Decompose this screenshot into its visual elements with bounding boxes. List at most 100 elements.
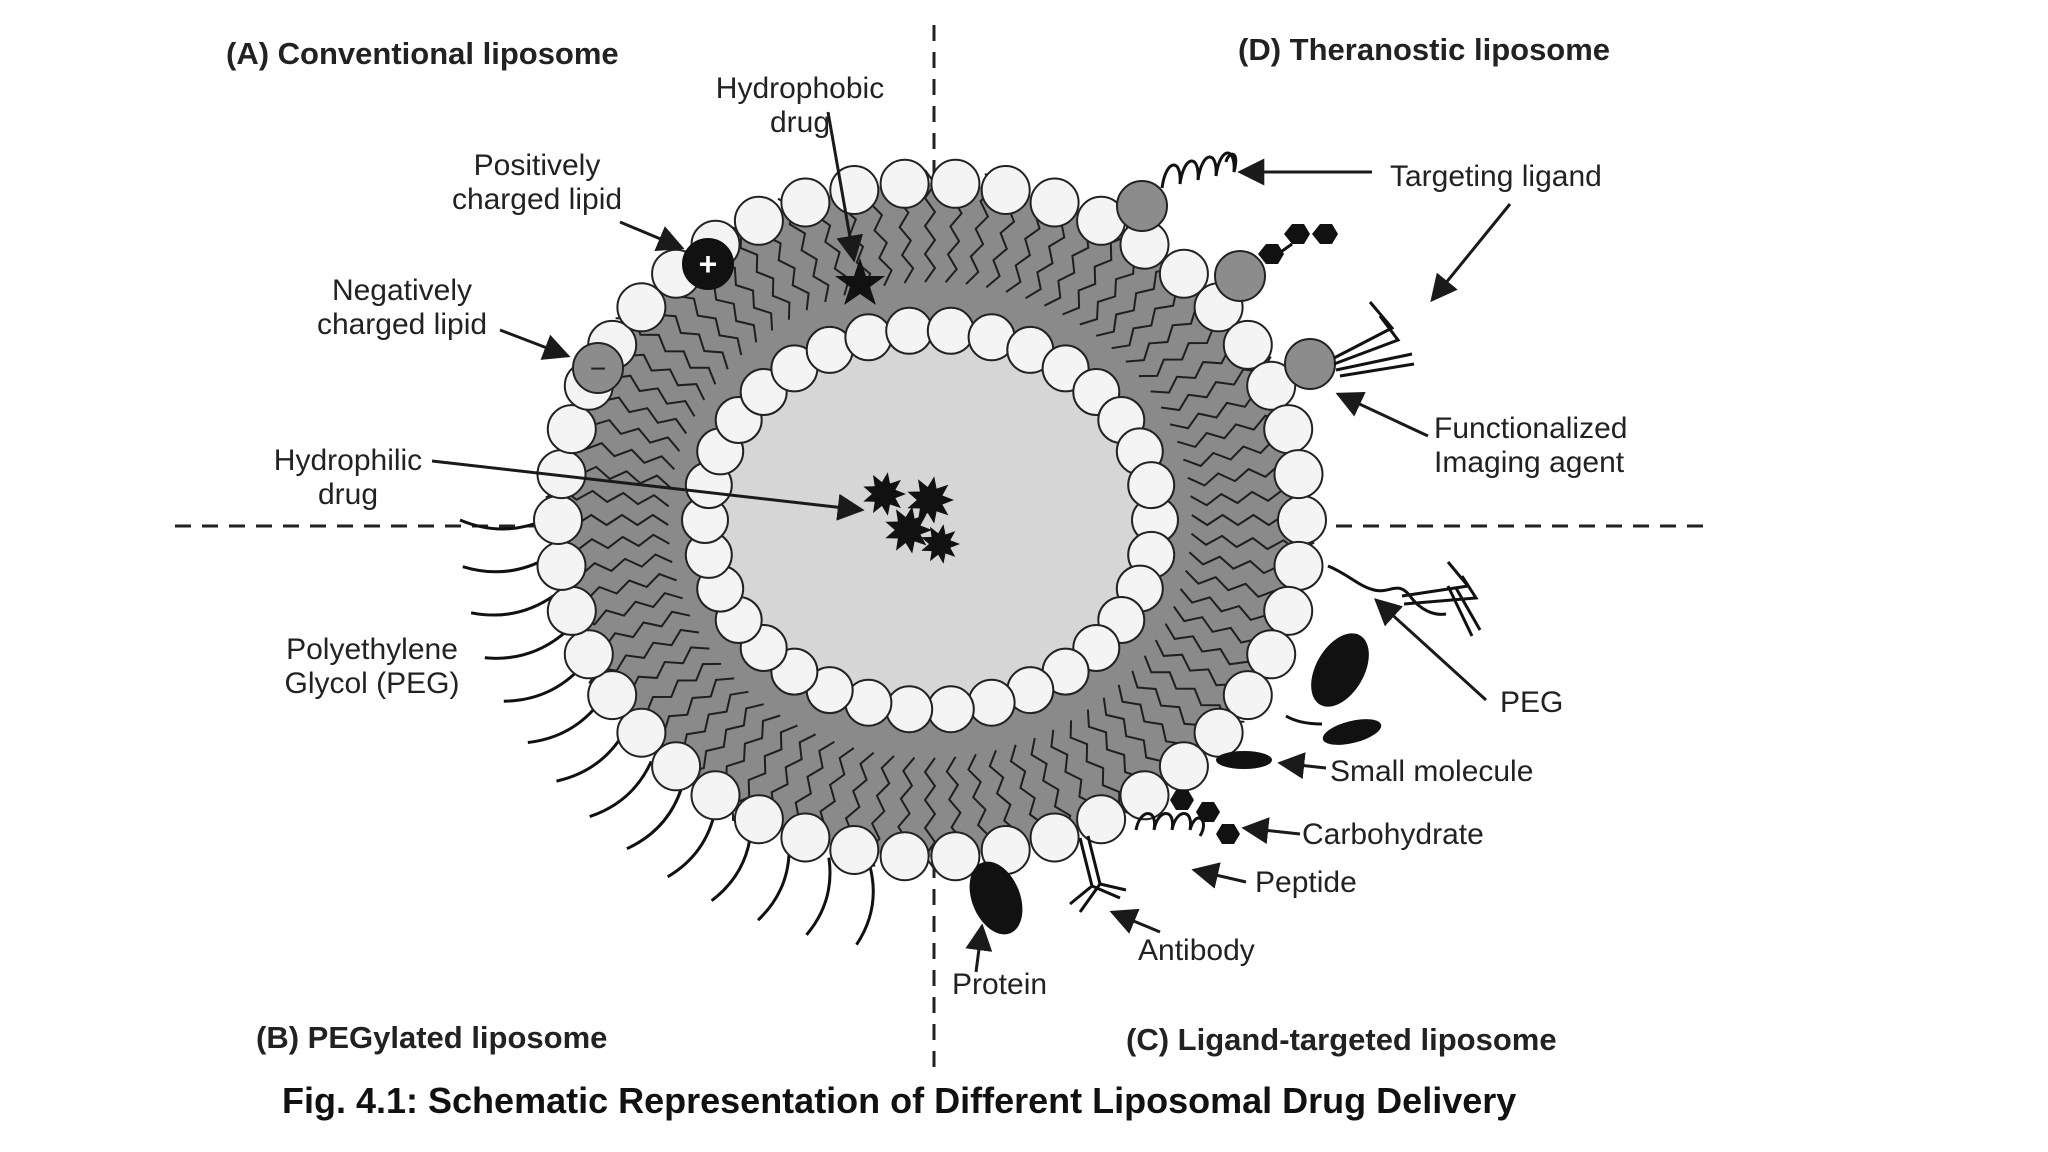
lipid-head	[829, 825, 880, 875]
peptide-arrow	[1191, 862, 1247, 889]
antibody-right-icon	[1401, 561, 1482, 637]
lipid-head	[1029, 177, 1080, 228]
lipid-head	[1158, 248, 1209, 299]
lipid-head	[587, 670, 638, 721]
lipid-head	[967, 678, 1016, 727]
plus-sign: +	[699, 246, 718, 282]
imaging-agent-arrow	[1335, 392, 1429, 438]
lipid-head	[1277, 495, 1327, 545]
lipid-head	[780, 177, 831, 228]
lipid-head	[1246, 629, 1297, 680]
quadrant-b-title: (B) PEGylated liposome	[256, 1020, 607, 1055]
peptide-coil-icon	[1134, 812, 1205, 837]
positively-charged-lipid-label-1: Positively	[474, 149, 601, 182]
imaging-agent-label-1: Functionalized	[1434, 412, 1627, 445]
peg-chain	[484, 631, 567, 660]
hydrophobic-drug-star-icon	[835, 258, 885, 305]
lipid-head	[616, 282, 667, 333]
peg-right-label: PEG	[1500, 686, 1563, 719]
protein-right-chain	[1285, 714, 1323, 726]
hydrophobic-drug-label-2: drug	[770, 106, 830, 139]
negatively-charged-lipid-label-1: Negatively	[332, 274, 472, 307]
peg-left-label-1: Polyethylene	[286, 633, 458, 666]
ligand-head-2	[1214, 250, 1266, 302]
positive-lipid-arrow	[619, 220, 685, 252]
protein-arrow	[965, 923, 993, 973]
quadrant-a-title: (A) Conventional liposome	[226, 36, 619, 71]
peg-chain	[855, 865, 875, 946]
lipid-head	[1222, 670, 1273, 721]
lipid-head	[879, 158, 930, 209]
aqueous-core	[705, 330, 1155, 710]
imaging-agent-label-2: Imaging agent	[1434, 446, 1625, 479]
lipid-head	[1263, 404, 1314, 455]
lipid-head	[1029, 812, 1080, 863]
peg-chain	[666, 810, 717, 879]
peg-chain	[589, 760, 653, 819]
lipid-head	[930, 158, 981, 209]
leader-lines	[431, 111, 1512, 973]
lipid-head	[844, 313, 893, 362]
peg-right-arrow	[1374, 598, 1488, 702]
positively-charged-lipid: +	[682, 238, 734, 290]
ligand-head-1	[1116, 180, 1168, 232]
lipid-head	[733, 195, 784, 246]
inner-lipid-heads	[681, 306, 1179, 734]
lipid-head	[1222, 319, 1273, 370]
small-molecule-label: Small molecule	[1330, 755, 1533, 788]
lipid-head	[1119, 770, 1170, 821]
peg-chain	[503, 666, 582, 703]
small-molecule-icon	[1216, 751, 1272, 769]
quadrant-d-title: (D) Theranostic liposome	[1238, 32, 1610, 67]
drug-particle-icon	[907, 476, 954, 524]
targeting-ligand-arrow-2	[1430, 203, 1512, 303]
negative-lipid-arrow	[499, 328, 571, 360]
hydrophobic-drug-arrow	[826, 111, 864, 263]
negatively-charged-lipid-label-2: charged lipid	[317, 308, 487, 341]
lipid-head	[690, 770, 741, 821]
peg-left-label-2: Glycol (PEG)	[284, 667, 459, 700]
small-molecule-arrow	[1277, 752, 1327, 780]
targeting-ligand-label: Targeting ligand	[1390, 160, 1602, 193]
antibody-bottom-icon	[1069, 835, 1127, 913]
lipid-head	[1273, 540, 1324, 591]
figure-caption: Fig. 4.1: Schematic Representation of Di…	[282, 1080, 1516, 1121]
lipid-head	[533, 495, 583, 545]
small-molecule-upper-icon	[1322, 719, 1382, 745]
hydrophilic-drug-label-2: drug	[318, 478, 378, 511]
lipid-head	[1127, 461, 1176, 510]
minus-sign: −	[590, 353, 606, 384]
peg-chain	[462, 556, 549, 574]
peg-chain	[756, 845, 791, 922]
antibody-arrow	[1109, 908, 1161, 934]
protein-label: Protein	[952, 968, 1047, 1001]
carbohydrate-arrow	[1241, 817, 1301, 845]
peg-chain	[470, 594, 555, 617]
lipid-head	[926, 306, 975, 355]
lipid-head	[546, 585, 597, 636]
peg-chain	[527, 700, 602, 744]
lipid-head	[733, 794, 784, 845]
lipid-head	[1263, 585, 1314, 636]
lipid-head	[930, 831, 981, 882]
carbohydrate-icon	[1170, 790, 1240, 844]
lipid-head	[885, 306, 934, 355]
lipid-head	[1076, 794, 1127, 845]
lipid-head	[980, 165, 1031, 215]
hydrophilic-drug-arrow	[431, 459, 865, 521]
lipid-head	[546, 404, 597, 455]
peg-chain	[710, 829, 753, 902]
lipid-head	[651, 741, 702, 792]
liposome	[459, 158, 1327, 946]
peptide-label: Peptide	[1255, 866, 1357, 899]
ligand-head-3	[1284, 338, 1336, 390]
lipid-head	[1246, 360, 1297, 411]
imaging-agent-hexagons-icon	[1258, 224, 1338, 264]
drug-particle-icon	[921, 524, 960, 564]
antibody-top-icon	[1333, 301, 1415, 378]
targeting-ligand-coil-icon	[1160, 151, 1238, 189]
lipid-head	[879, 831, 930, 882]
lipid-head	[563, 629, 614, 680]
lipid-head	[926, 685, 975, 734]
